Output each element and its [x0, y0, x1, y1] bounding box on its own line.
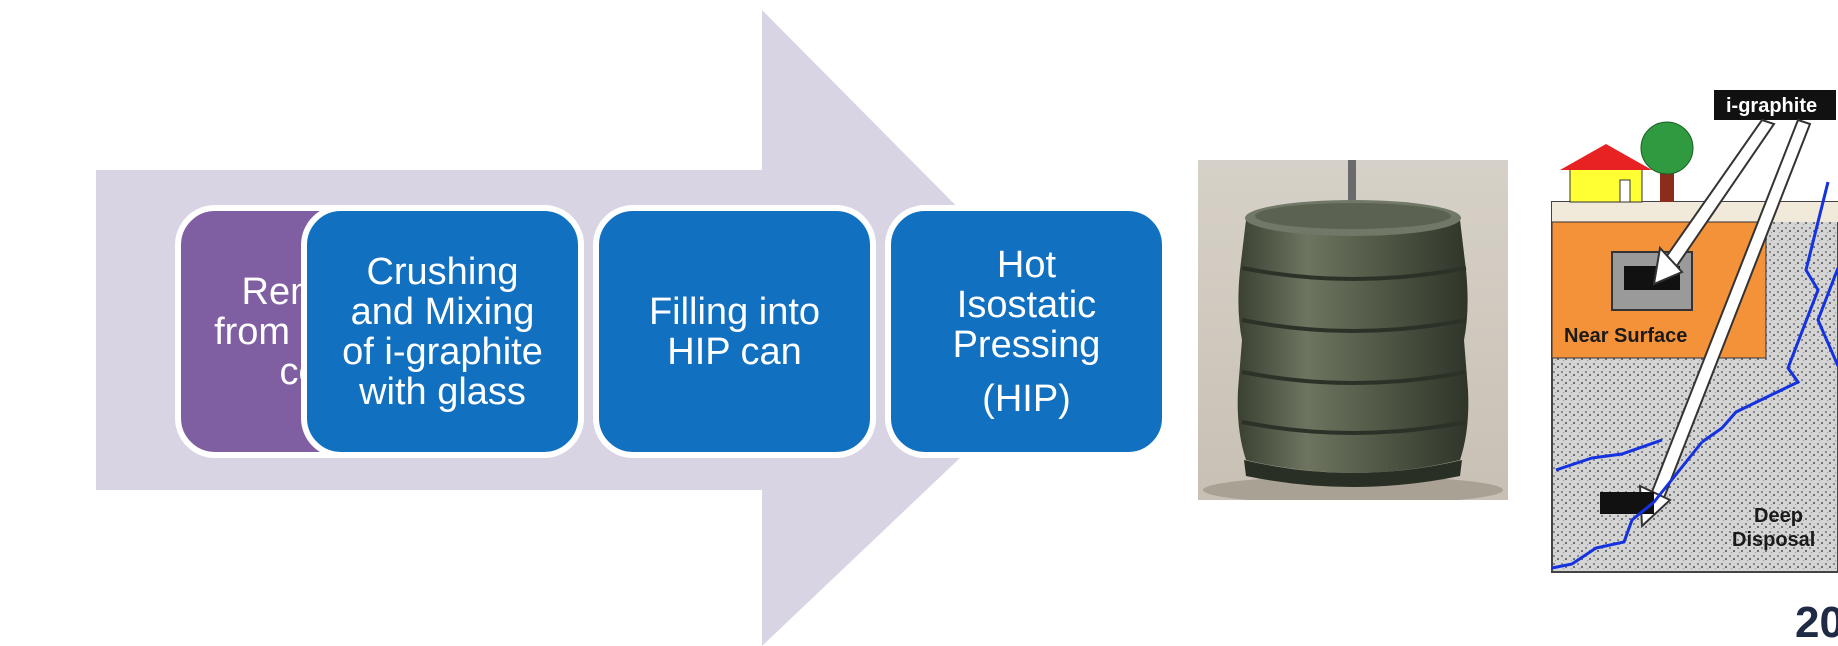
step-crushing-line-1: Crushing — [366, 250, 519, 293]
step-crushing-line-4: with glass — [359, 370, 526, 413]
igraphite-label: i-graphite — [1726, 95, 1817, 117]
disposal-diagram: Near Surface i-graphite Deep Disposal — [1551, 90, 1838, 573]
igraphite-tag — [1714, 90, 1836, 120]
step-filling: Filling into HIP can — [593, 205, 876, 458]
deep-label-2: Disposal — [1732, 529, 1815, 551]
fracture-line-4 — [1816, 267, 1838, 367]
house-roof — [1560, 144, 1652, 170]
step-hip-line-1: Hot — [996, 243, 1057, 286]
deep-waste — [1600, 492, 1654, 514]
step-filling-line-2: HIP can — [667, 330, 802, 373]
near-surface-label: Near Surface — [1564, 325, 1687, 347]
step-hip: Hot Isostatic Pressing (HIP) — [885, 205, 1168, 458]
step-hip-line-3: Pressing — [952, 323, 1101, 366]
fracture-line-1 — [1701, 181, 1830, 444]
tree-trunk — [1660, 170, 1674, 202]
deep-label-1: Deep — [1754, 505, 1803, 527]
hip-can-photo — [1198, 160, 1508, 500]
step-crushing-line-2: and Mixing — [350, 290, 535, 333]
fracture-line-2 — [1551, 441, 1704, 570]
step-hip-line-4: (HIP) — [982, 377, 1071, 420]
step-crushing-mixing: Crushing and Mixing of i-graphite with g… — [301, 205, 584, 458]
step-crushing-line-3: of i-graphite — [342, 330, 543, 373]
fracture-line-3 — [1555, 438, 1663, 472]
tree-icon — [1640, 121, 1694, 175]
step-filling-line-1: Filling into — [648, 290, 821, 333]
step-hip-line-2: Isostatic — [956, 283, 1097, 326]
house-icon — [1569, 167, 1643, 203]
page-number: 20 — [1795, 598, 1838, 646]
